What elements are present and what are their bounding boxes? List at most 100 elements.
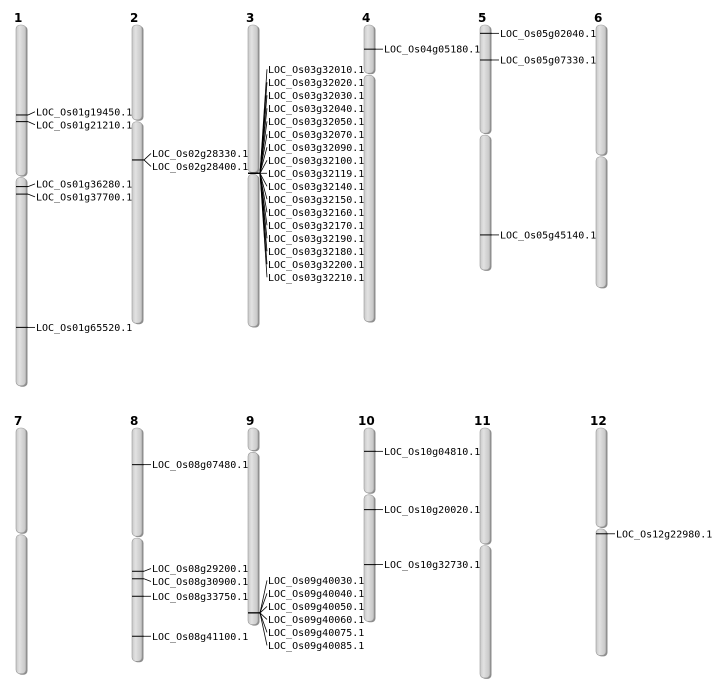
short-arm (247, 427, 259, 451)
chromosome-label: 6 (594, 11, 602, 25)
marker-label: LOC_Os03g32180.1 (268, 247, 364, 258)
marker-connector (143, 578, 152, 582)
marker-connector (27, 193, 36, 198)
long-arm (479, 134, 491, 271)
short-arm (479, 427, 491, 544)
marker-label: LOC_Os03g32160.1 (268, 208, 364, 219)
long-arm (247, 173, 259, 327)
chromosome-label: 3 (246, 11, 254, 25)
chromosome-label: 7 (14, 414, 22, 428)
chromosome-7: 7 (14, 414, 28, 675)
long-arm (247, 452, 259, 625)
marker-label: LOC_Os05g02040.1 (500, 29, 596, 40)
short-arm (595, 24, 607, 156)
marker-connector (259, 612, 268, 633)
marker-connector (259, 134, 268, 174)
short-arm (15, 24, 27, 176)
marker-label: LOC_Os08g07480.1 (152, 460, 248, 471)
long-arm (595, 156, 607, 288)
short-arm (595, 427, 607, 528)
marker: LOC_Os09g40085.1 (248, 612, 364, 652)
short-arm (131, 24, 143, 121)
marker-connector (259, 147, 268, 174)
marker-label: LOC_Os08g29200.1 (152, 564, 248, 575)
marker-label: LOC_Os09g40050.1 (268, 602, 364, 613)
marker: LOC_Os09g40060.1 (248, 612, 364, 626)
long-arm (363, 494, 375, 622)
short-arm (363, 427, 375, 494)
marker-label: LOC_Os05g07330.1 (500, 55, 596, 66)
short-arm (131, 427, 143, 537)
marker-connector (259, 606, 268, 614)
long-arm (363, 74, 375, 322)
short-arm (479, 24, 491, 134)
marker: LOC_Os01g19450.1 (16, 107, 132, 118)
chromosome-3: 3LOC_Os03g32010.1LOC_Os03g32020.1LOC_Os0… (246, 11, 364, 328)
marker-connector (27, 111, 36, 116)
marker-label: LOC_Os03g32020.1 (268, 78, 364, 89)
chromosome-10: 10LOC_Os10g04810.1LOC_Os10g20020.1LOC_Os… (358, 414, 480, 623)
marker-label: LOC_Os09g40030.1 (268, 576, 364, 587)
short-arm (247, 24, 259, 173)
chromosome-8: 8LOC_Os08g07480.1LOC_Os08g29200.1LOC_Os0… (130, 414, 248, 663)
marker-label: LOC_Os10g20020.1 (384, 505, 480, 516)
marker-label: LOC_Os08g30900.1 (152, 577, 248, 588)
marker-connector (259, 612, 268, 646)
marker: LOC_Os12g22980.1 (596, 529, 712, 540)
marker: LOC_Os10g20020.1 (364, 505, 480, 516)
chromosome-label: 12 (590, 414, 607, 428)
marker-label: LOC_Os05g45140.1 (500, 230, 596, 241)
marker-label: LOC_Os02g28400.1 (152, 162, 248, 173)
marker-label: LOC_Os02g28330.1 (152, 149, 248, 160)
marker-label: LOC_Os03g32170.1 (268, 221, 364, 232)
marker-connector (143, 568, 152, 572)
chromosome-label: 1 (14, 11, 22, 25)
marker-label: LOC_Os01g19450.1 (36, 107, 132, 118)
marker: LOC_Os08g33750.1 (132, 592, 248, 603)
marker: LOC_Os01g36280.1 (16, 179, 132, 190)
marker-label: LOC_Os03g32030.1 (268, 91, 364, 102)
chromosome-label: 8 (130, 414, 138, 428)
marker-connector (259, 160, 268, 174)
marker: LOC_Os10g04810.1 (364, 447, 480, 458)
marker-label: LOC_Os09g40040.1 (268, 589, 364, 600)
marker-label: LOC_Os03g32190.1 (268, 234, 364, 245)
chromosome-6: 6 (594, 11, 608, 289)
chromosome-label: 4 (362, 11, 370, 25)
marker-label: LOC_Os03g32119.1 (268, 169, 364, 180)
marker-label: LOC_Os03g32010.1 (268, 65, 364, 76)
marker: LOC_Os05g45140.1 (480, 230, 596, 241)
marker: LOC_Os08g29200.1 (132, 564, 248, 575)
marker-label: LOC_Os03g32070.1 (268, 130, 364, 141)
marker: LOC_Os09g40050.1 (248, 602, 364, 614)
long-arm (479, 545, 491, 679)
marker-label: LOC_Os03g32040.1 (268, 104, 364, 115)
marker: LOC_Os05g07330.1 (480, 55, 596, 66)
chromosome-11: 11 (474, 414, 492, 679)
marker: LOC_Os10g32730.1 (364, 560, 480, 571)
marker-label: LOC_Os10g04810.1 (384, 447, 480, 458)
marker: LOC_Os08g07480.1 (132, 460, 248, 471)
chromosome-label: 11 (474, 414, 491, 428)
marker: LOC_Os02g28330.1 (132, 149, 248, 161)
long-arm (15, 177, 27, 386)
short-arm (15, 427, 27, 534)
marker: LOC_Os05g02040.1 (480, 29, 596, 40)
marker-label: LOC_Os01g65520.1 (36, 323, 132, 334)
marker-label: LOC_Os08g41100.1 (152, 632, 248, 643)
marker-connector (259, 593, 268, 614)
marker-label: LOC_Os09g40060.1 (268, 615, 364, 626)
chromosome-9: 9LOC_Os09g40030.1LOC_Os09g40040.1LOC_Os0… (246, 414, 364, 652)
marker: LOC_Os01g65520.1 (16, 323, 132, 334)
chromosome-label: 10 (358, 414, 375, 428)
marker-label: LOC_Os10g32730.1 (384, 560, 480, 571)
marker-label: LOC_Os03g32140.1 (268, 182, 364, 193)
marker-label: LOC_Os03g32150.1 (268, 195, 364, 206)
marker-label: LOC_Os01g21210.1 (36, 120, 132, 131)
chromosome-label: 5 (478, 11, 486, 25)
marker-connector (259, 173, 268, 187)
